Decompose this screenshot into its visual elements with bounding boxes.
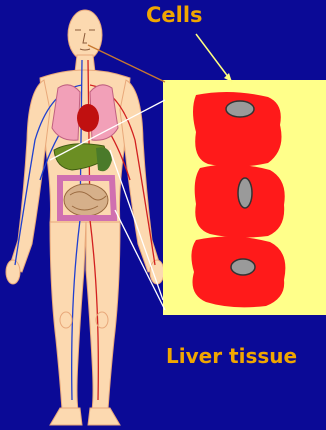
small-intestine <box>64 184 108 216</box>
liver-cell-1 <box>193 92 282 167</box>
heart <box>77 104 99 132</box>
neck <box>75 55 95 72</box>
hand-right <box>150 260 164 284</box>
leg-right <box>86 222 120 410</box>
liver-cell-3 <box>191 236 285 307</box>
cell-nucleus <box>231 259 255 275</box>
liver-tissue-label: Liver tissue <box>166 344 297 368</box>
cells-pointer-arrow <box>196 34 232 82</box>
foot-left <box>50 408 82 425</box>
foot-right <box>88 408 120 425</box>
cell-nucleus <box>226 101 254 117</box>
hand-left <box>6 260 20 284</box>
cells-label: Cells <box>146 3 203 27</box>
liver-cell-2 <box>195 164 285 237</box>
cell-nucleus <box>238 178 252 208</box>
leg-left <box>50 222 86 410</box>
